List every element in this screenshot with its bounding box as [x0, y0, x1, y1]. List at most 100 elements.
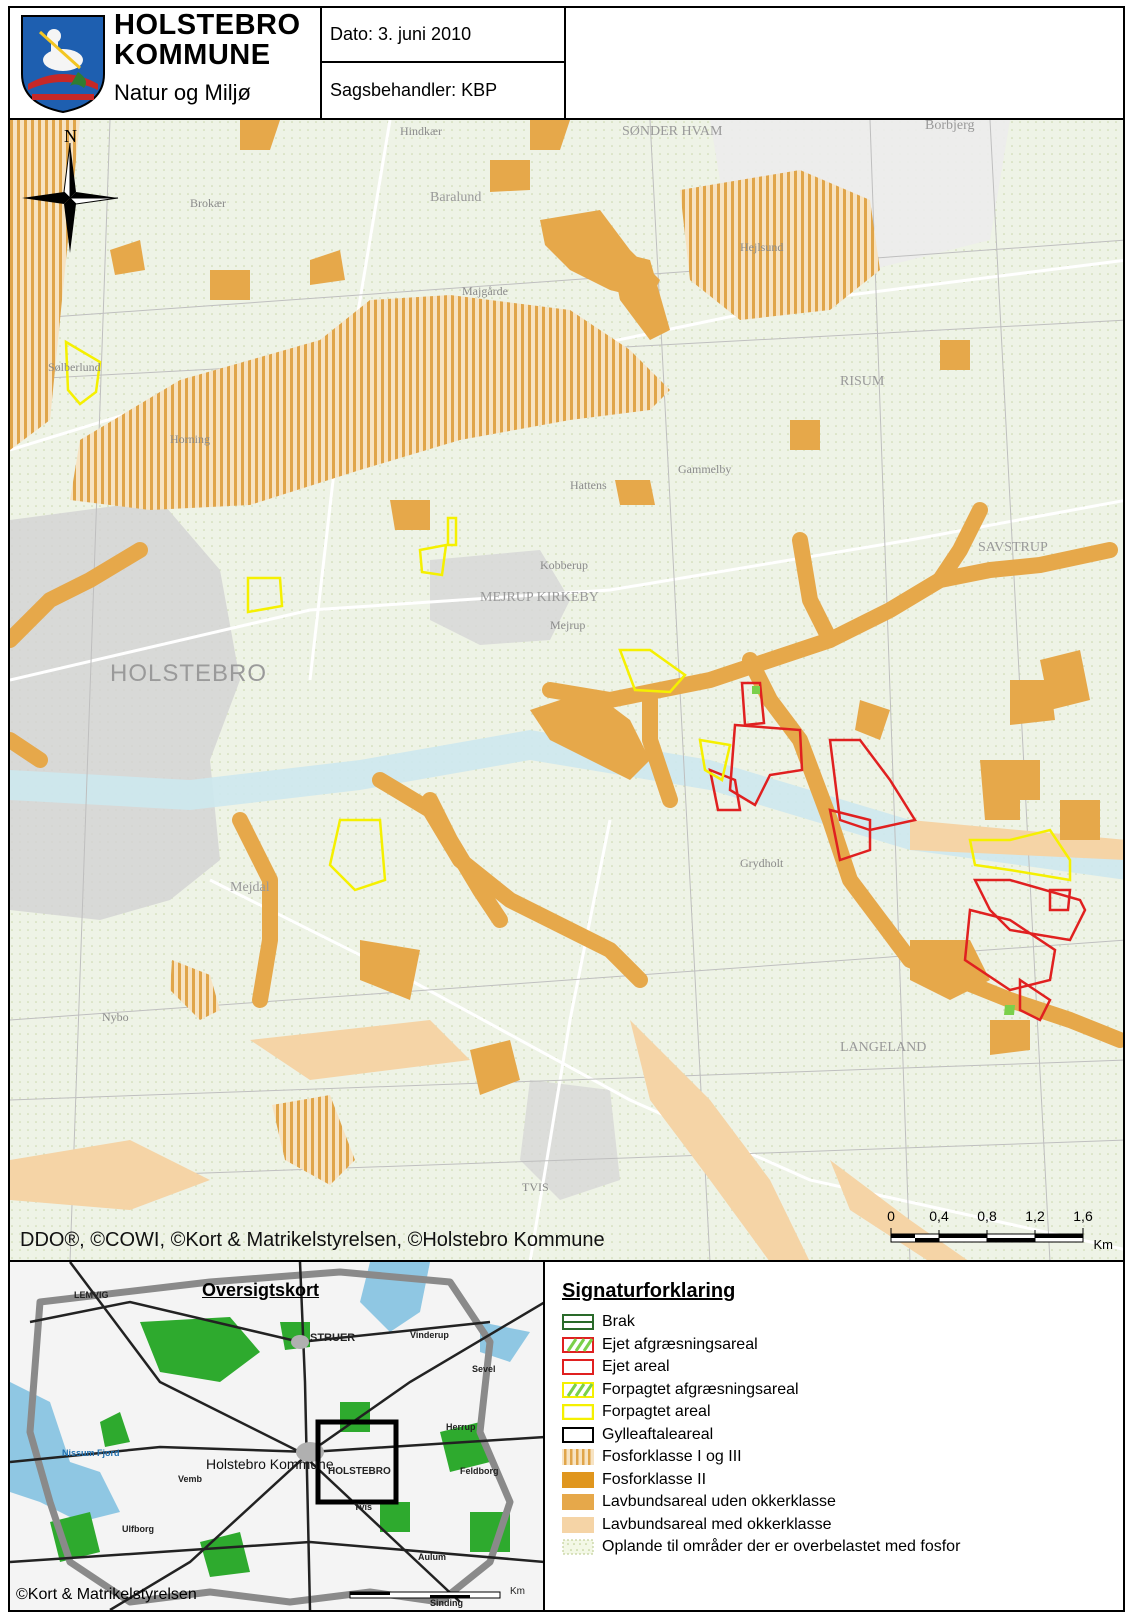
overview-label: Sevel [472, 1364, 496, 1374]
place-label: MEJRUP KIRKEBY [480, 590, 599, 605]
legend-label: Lavbundsareal uden okkerklasse [602, 1493, 836, 1511]
caseworker-field: Sagsbehandler: KBP [330, 80, 498, 100]
river [10, 730, 1123, 880]
scale-tick-label: 0 [887, 1208, 895, 1224]
legend-label: Forpagtet afgræsningsareal [602, 1380, 799, 1398]
legend-swatch-catchment [562, 1539, 594, 1555]
owned-area-parcels [708, 681, 1087, 1022]
legend-item-lowland-no-ochre: Lavbundsareal uden okkerklasse [562, 1491, 1122, 1514]
overview-label: Vinderup [410, 1330, 449, 1340]
place-label: TVIS [522, 1180, 549, 1194]
legend-label: Ejet afgræsningsareal [602, 1335, 758, 1353]
overview-label: HOLSTEBRO [328, 1466, 391, 1477]
legend-swatch-phosphorus-2 [562, 1471, 594, 1488]
overview-label: STRUER [310, 1332, 356, 1344]
org-name-line2: KOMMUNE [114, 39, 271, 71]
department-name: Natur og Miljø [114, 80, 251, 105]
place-label: HOLSTEBRO [110, 660, 268, 687]
legend-item-lowland-ochre: Lavbundsareal med okkerklasse [562, 1514, 1122, 1537]
overview-scale-unit: Km [510, 1586, 525, 1597]
legend-label: Oplande til områder der er overbelastet … [602, 1538, 961, 1556]
overview-label: LEMVIG [74, 1290, 109, 1300]
place-label: LANGELAND [840, 1040, 927, 1055]
meta-cell: Dato: 3. juni 2010 Sagsbehandler: KBP [322, 8, 566, 118]
north-arrow-icon [22, 142, 119, 253]
north-label: N [64, 126, 77, 146]
leased-area-parcels [64, 339, 1072, 892]
scale-tick-label: 1,6 [1073, 1208, 1093, 1224]
overview-label: Ulfborg [122, 1524, 154, 1534]
overview-label: Holstebro Kommune [206, 1456, 334, 1472]
municipality-crest-icon [21, 15, 105, 114]
overview-label: Nissum Fjord [62, 1448, 120, 1458]
overview-label: Feldborg [460, 1466, 499, 1476]
logo-cell: HOLSTEBRO KOMMUNE Natur og Miljø [10, 8, 322, 118]
legend-item-leased: Forpagtet areal [562, 1401, 1122, 1424]
place-label: Horning [170, 432, 210, 446]
legend-swatch-phosphorus-1-3 [562, 1449, 594, 1466]
legend-swatch-leased [562, 1404, 594, 1421]
overview-label: Herrup [446, 1422, 476, 1432]
place-label: Baralund [430, 190, 482, 205]
place-label: Brokær [190, 196, 226, 210]
main-map[interactable]: N SØNDER HVAM Borbjerg Hindkær Baralund … [8, 120, 1125, 1262]
place-label: SAVSTRUP [978, 540, 1048, 555]
map-copyright: DDO®, ©COWI, ©Kort & Matrikelstyrelsen, … [20, 1229, 605, 1251]
legend: Signaturforklaring Brak Ejet afgræsnings… [562, 1280, 1122, 1559]
legend-item-leased-grazing: Forpagtet afgræsningsareal [562, 1379, 1122, 1402]
scale-tick-label: 0,8 [977, 1208, 997, 1224]
place-label: Grydholt [740, 856, 784, 870]
legend-item-owned: Ejet areal [562, 1356, 1122, 1379]
place-label: Nybo [102, 1010, 129, 1024]
overview-copyright: ©Kort & Matrikelstyrelsen [16, 1586, 197, 1603]
legend-swatch-owned [562, 1359, 594, 1376]
place-label: RISUM [840, 374, 885, 389]
overview-label: Aulum [418, 1552, 446, 1562]
lowland-blobs [530, 690, 990, 1000]
overview-label: Tvis [354, 1502, 373, 1512]
overview-map-canvas [10, 1262, 543, 1610]
map-canvas: N [10, 120, 1123, 1260]
org-name: HOLSTEBRO KOMMUNE [114, 10, 301, 70]
legend-swatch-brak [562, 1314, 594, 1331]
place-label: Hattens [570, 478, 607, 492]
place-label: SØNDER HVAM [622, 124, 723, 139]
legend-item-owned-grazing: Ejet afgræsningsareal [562, 1334, 1122, 1357]
scale-tick-label: 0,4 [929, 1208, 949, 1224]
legend-label: Ejet areal [602, 1358, 670, 1376]
scale-bar: 0 0,4 0,8 1,2 1,6 Km [883, 1208, 1113, 1252]
overview-map[interactable]: Oversigtskort LEMVIG STRUER Holstebro Ko… [10, 1262, 545, 1610]
place-label: Borbjerg [925, 120, 975, 133]
title-block: HOLSTEBRO KOMMUNE Natur og Miljø Dato: 3… [8, 6, 1125, 120]
legend-label: Lavbundsareal med okkerklasse [602, 1515, 832, 1533]
place-label: Hindkær [400, 124, 442, 138]
overview-label: Sinding [430, 1598, 463, 1608]
legend-swatch-lowland-ochre [562, 1516, 594, 1533]
overview-label: Vemb [178, 1474, 203, 1484]
phosphorus-class-2-areas [110, 120, 1100, 1095]
bottom-panel: Oversigtskort LEMVIG STRUER Holstebro Ko… [8, 1262, 1125, 1612]
place-label: Sølberlund [48, 360, 101, 374]
legend-label: Fosforklasse I og III [602, 1448, 742, 1466]
legend-item-phosphorus-2: Fosforklasse II [562, 1469, 1122, 1492]
legend-swatch-owned-grazing [562, 1336, 594, 1353]
legend-item-slurry: Gylleaftaleareal [562, 1424, 1122, 1447]
place-label: Kobberup [540, 558, 588, 572]
legend-title: Signaturforklaring [562, 1280, 736, 1302]
org-name-line1: HOLSTEBRO [114, 9, 301, 41]
legend-item-catchment: Oplande til områder der er overbelastet … [562, 1536, 1122, 1559]
place-label: Majgårde [462, 284, 508, 298]
lowland-stream-corridors [10, 502, 1123, 1048]
urban-area-holstebro [10, 500, 240, 920]
scale-unit: Km [1093, 1237, 1114, 1252]
legend-label: Gylleaftaleareal [602, 1425, 714, 1443]
date-field: Dato: 3. juni 2010 [322, 8, 564, 63]
legend-label: Brak [602, 1313, 635, 1331]
legend-label: Fosforklasse II [602, 1470, 707, 1488]
legend-item-phosphorus-1-3: Fosforklasse I og III [562, 1446, 1122, 1469]
scale-tick-label: 1,2 [1025, 1208, 1045, 1224]
place-label: Mejdal [230, 880, 270, 895]
legend-label: Forpagtet areal [602, 1403, 711, 1421]
place-label: Hejlsund [740, 240, 784, 254]
